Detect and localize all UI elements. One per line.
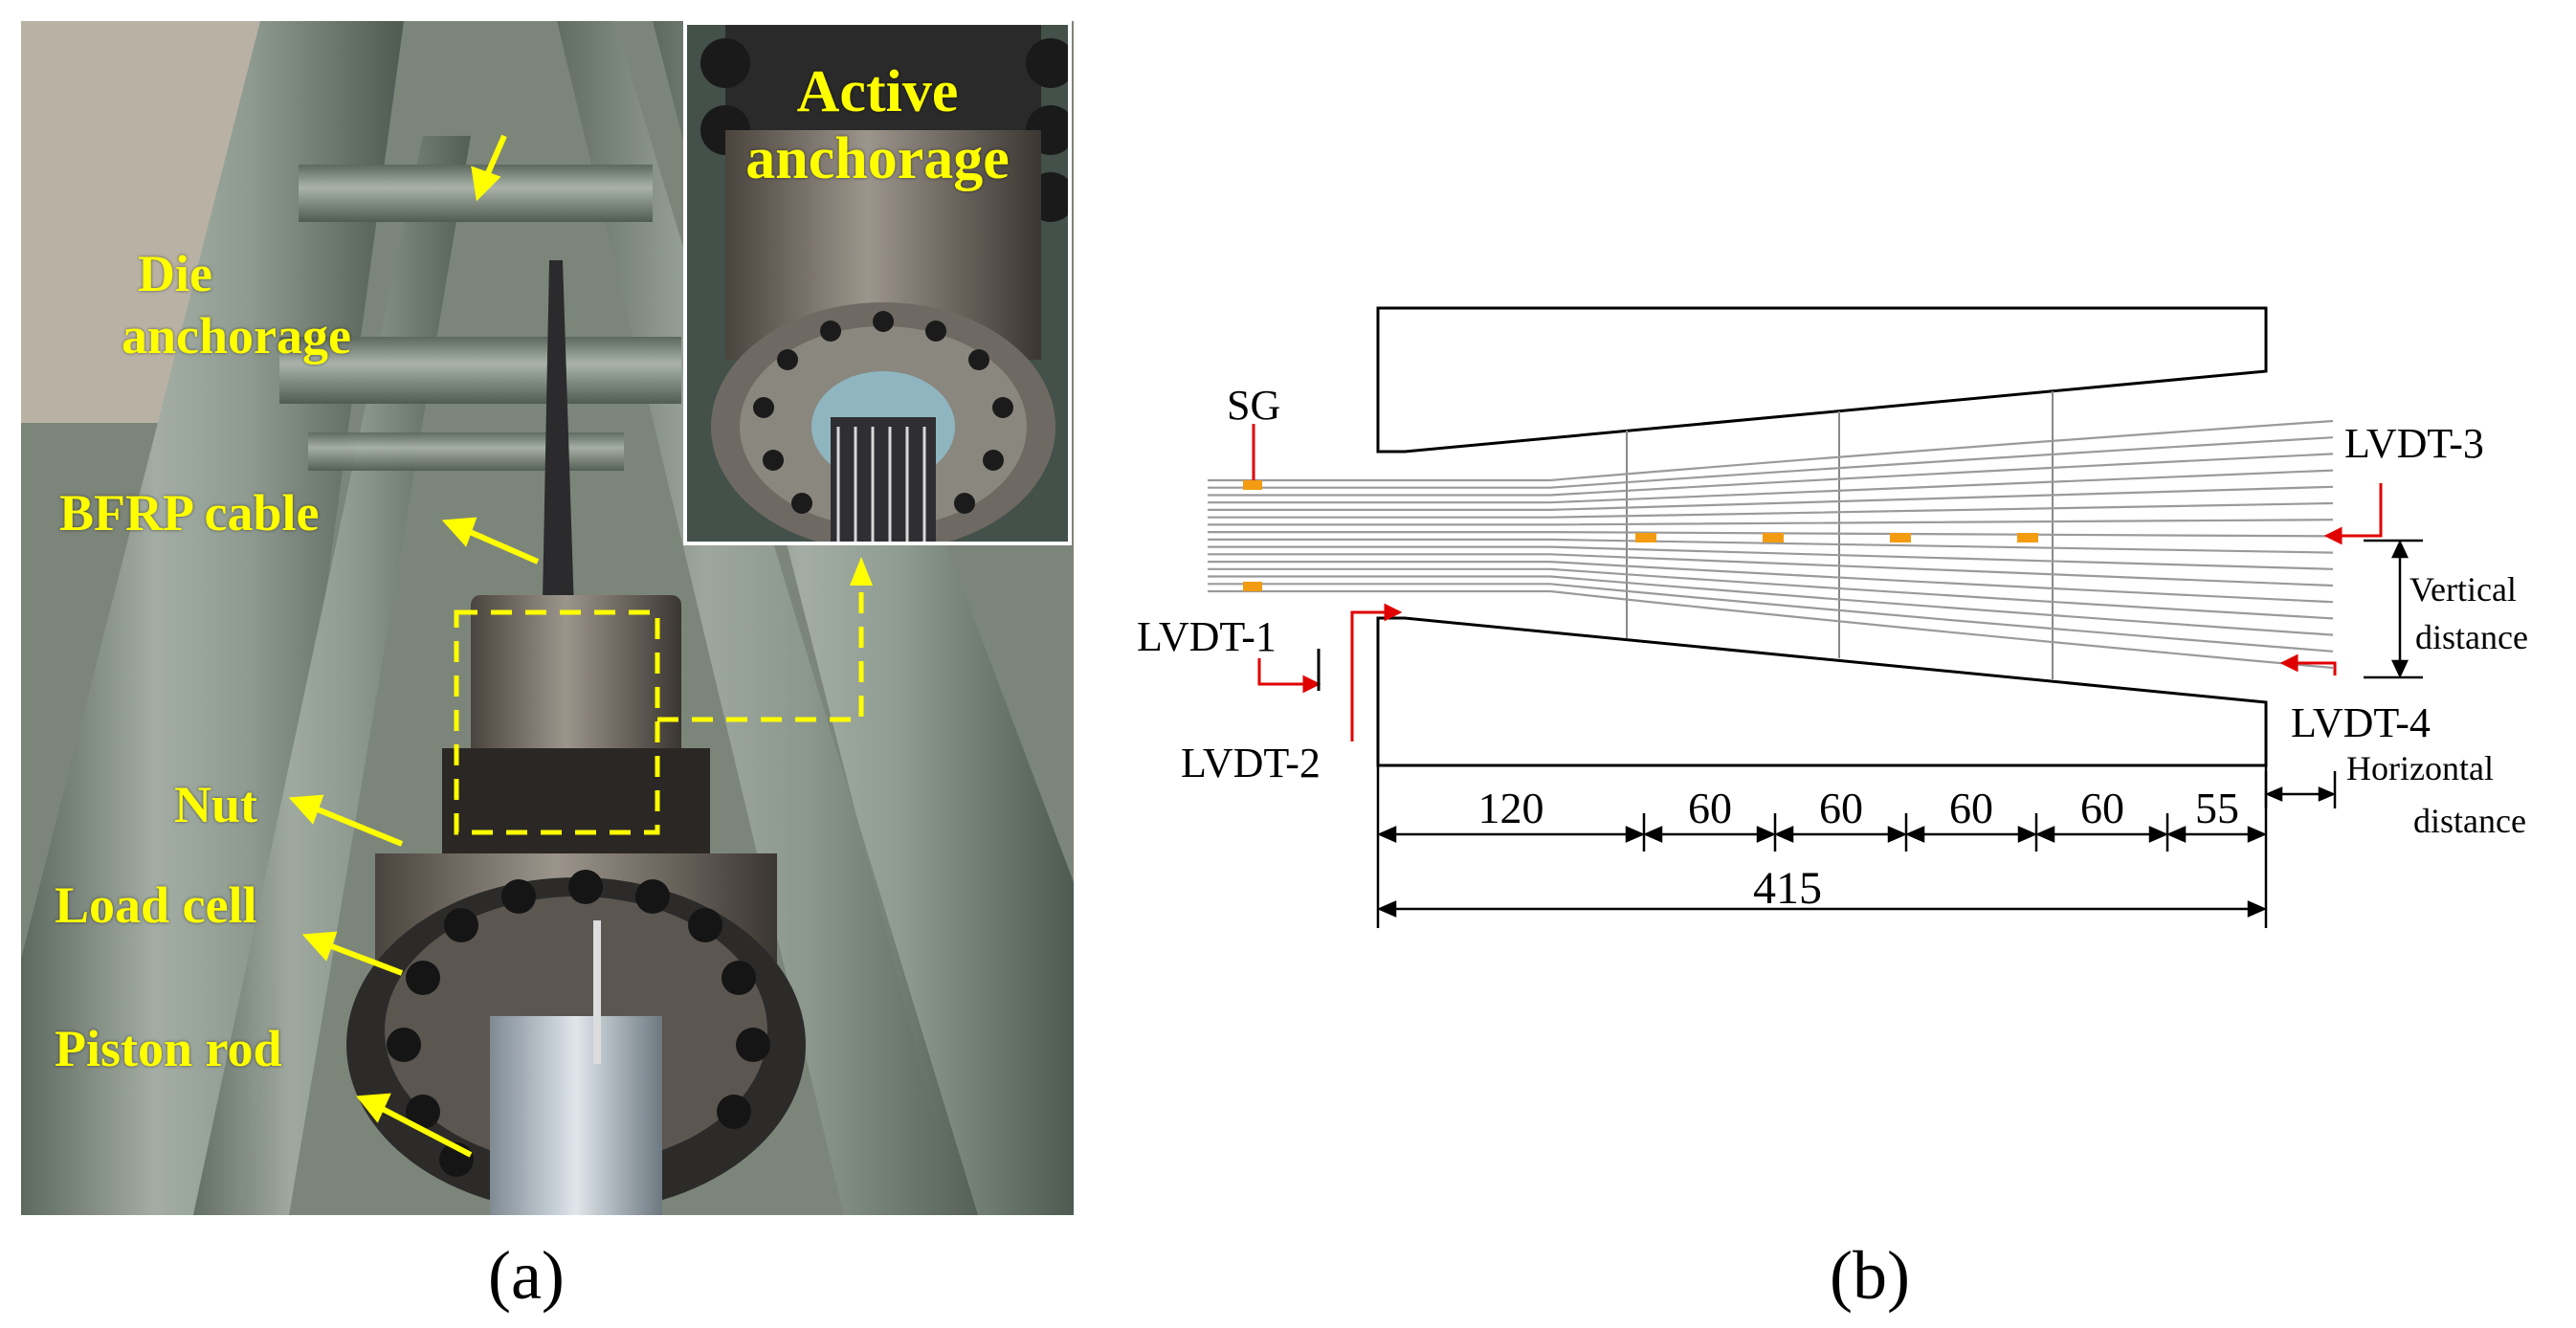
anchorage-photo xyxy=(687,25,1068,542)
strain-gauge-4 xyxy=(2017,533,2038,542)
dimension-arrow-2-head-left xyxy=(1642,826,1663,843)
cable-wire xyxy=(1208,501,2334,519)
vertical-distance-arrow xyxy=(2364,539,2423,679)
strain-gauge-bottom xyxy=(1243,582,1262,591)
inset-connector-arrowhead xyxy=(850,557,873,586)
label-nut: Nut xyxy=(174,776,258,833)
cable-wire xyxy=(1208,469,2334,504)
dimension-arrow-5-head-right xyxy=(2148,826,2169,843)
nut xyxy=(471,595,681,777)
dimension-arrow-total-head-right xyxy=(2247,900,2268,918)
cable-wire xyxy=(1208,575,2334,636)
label-horizontal-line2: distance xyxy=(2413,802,2526,840)
label-load-cell: Load cell xyxy=(55,876,257,934)
strain-gauge-3 xyxy=(1890,533,1911,542)
segment-label-1: 120 xyxy=(1478,784,1544,832)
label-arrows xyxy=(288,134,540,1158)
piston-rod xyxy=(490,1016,662,1215)
cable-wire xyxy=(1208,561,2334,604)
segment-label-3: 60 xyxy=(1819,784,1863,832)
label-lvdt-3: LVDT-3 xyxy=(2344,420,2484,467)
cable-wire xyxy=(1208,485,2334,511)
label-horizontal-line1: Horizontal xyxy=(2346,749,2494,787)
caption-a: (a) xyxy=(488,1237,565,1314)
horizontal-distance-arrow xyxy=(2264,771,2337,808)
strain-gauge-2 xyxy=(1763,533,1784,542)
dimension-arrow-1-head-right xyxy=(1625,826,1646,843)
cable-wire xyxy=(1208,538,2334,554)
label-vertical-line1: Vertical xyxy=(2409,570,2517,609)
cable-wire xyxy=(1208,436,2334,489)
strain-gauges xyxy=(1243,480,2038,591)
segment-label-5: 60 xyxy=(2080,784,2124,832)
dimension-arrow-3-head-left xyxy=(1773,826,1794,843)
dimension-arrow-5-head-left xyxy=(2034,826,2055,843)
inset-label-anchorage: anchorage xyxy=(745,126,1010,191)
cable-wires xyxy=(1208,419,2334,670)
dimension-arrow-4-head-right xyxy=(2017,826,2038,843)
dimension-arrow-total-head-left xyxy=(1376,900,1397,918)
cross-bar-2 xyxy=(279,337,681,404)
upper-die-block xyxy=(1376,306,2268,454)
cable-wire xyxy=(1208,589,2334,670)
segment-label-6: 55 xyxy=(2195,784,2239,832)
nut-highlight-box xyxy=(454,609,660,835)
label-total-length: 415 xyxy=(1753,863,1822,914)
label-lvdt-1: LVDT-1 xyxy=(1137,613,1277,660)
label-bfrp-cable: BFRP cable xyxy=(59,484,320,542)
dimension-arrow-3-head-right xyxy=(1887,826,1908,843)
lvdt-markers xyxy=(1257,483,2383,741)
dimension-arrow-6-head-right xyxy=(2247,826,2268,843)
frame-pipe-left xyxy=(21,21,404,1215)
caption-b: (b) xyxy=(1830,1237,1910,1314)
lower-die-block xyxy=(1376,616,2268,767)
segment-labels: 120 60 60 60 60 55 xyxy=(1478,784,2240,832)
dimension-arrows xyxy=(1376,826,2268,918)
cable-wire xyxy=(1208,583,2334,653)
label-die-line1: Die xyxy=(138,245,212,302)
cable-wire xyxy=(1208,553,2334,587)
dimension-arrow-2-head-right xyxy=(1756,826,1777,843)
label-lvdt-4: LVDT-4 xyxy=(2291,699,2431,746)
segment-label-4: 60 xyxy=(1949,784,1993,832)
dimension-ticks xyxy=(1376,765,2268,928)
cable-wire xyxy=(1208,567,2334,620)
label-die-line2: anchorage xyxy=(122,307,351,365)
dimension-arrow-6-head-left xyxy=(2165,826,2187,843)
label-sg: SG xyxy=(1227,382,1280,429)
label-lvdt-2: LVDT-2 xyxy=(1181,740,1321,786)
cable-wire xyxy=(1208,545,2334,570)
label-vertical-line2: distance xyxy=(2415,618,2528,656)
cable-wire xyxy=(1208,419,2334,482)
segment-label-2: 60 xyxy=(1688,784,1732,832)
strain-gauge-top xyxy=(1243,480,1262,490)
active-anchorage-inset: Active anchorage xyxy=(683,21,1072,545)
strain-gauge-1 xyxy=(1635,533,1656,542)
dimension-arrow-4-head-left xyxy=(1904,826,1925,843)
cable-wire xyxy=(1208,519,2334,526)
cable-wire xyxy=(1208,453,2334,497)
photo-panel: Active anchorage Die anchorage BFRP cabl… xyxy=(21,21,1074,1215)
label-piston-rod: Piston rod xyxy=(55,1020,282,1077)
dimension-arrow-1-head-left xyxy=(1376,826,1397,843)
inset-label-active: Active xyxy=(796,59,959,124)
